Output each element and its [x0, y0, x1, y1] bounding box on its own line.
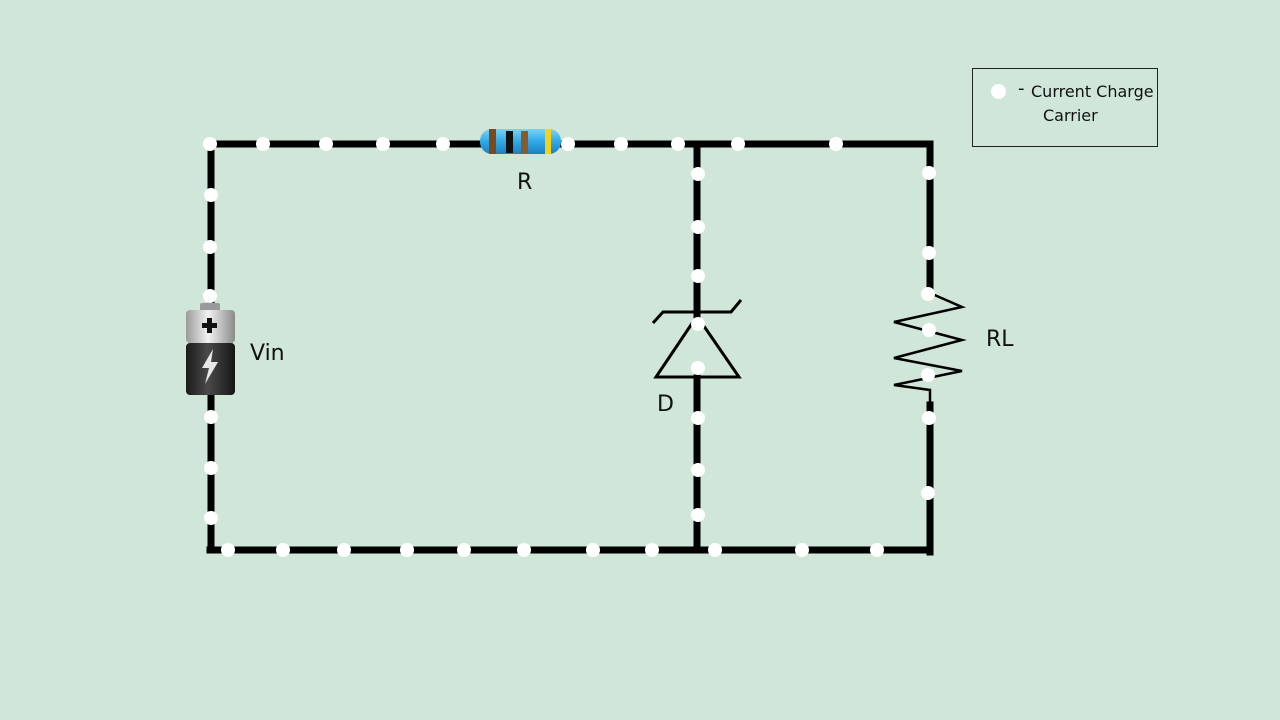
charge-carrier — [203, 289, 217, 303]
charge-carrier — [457, 543, 471, 557]
charge-carrier — [731, 137, 745, 151]
charge-carrier — [691, 411, 705, 425]
charge-carrier — [376, 137, 390, 151]
wires — [206, 140, 934, 556]
charge-carrier — [256, 137, 270, 151]
charge-carrier — [691, 508, 705, 522]
charge-carrier — [561, 137, 575, 151]
charge-carrier — [691, 269, 705, 283]
legend-text-line1: Current Charge — [1031, 82, 1154, 101]
charge-carrier — [691, 167, 705, 181]
charge-carrier — [829, 137, 843, 151]
charge-carrier — [691, 361, 705, 375]
charge-carrier — [691, 463, 705, 477]
legend-box: - Current Charge Carrier — [972, 68, 1158, 147]
charge-carrier-icon — [991, 84, 1006, 99]
charge-carrier — [708, 543, 722, 557]
charge-carrier — [645, 543, 659, 557]
source-label: Vin — [250, 341, 285, 366]
battery-icon — [186, 303, 235, 395]
charge-carrier — [922, 166, 936, 180]
zener-diode-icon — [651, 299, 743, 379]
charge-carrier — [921, 368, 935, 382]
charge-carrier — [221, 543, 235, 557]
charge-carrier — [795, 543, 809, 557]
charge-carrier — [337, 543, 351, 557]
charge-carrier — [517, 543, 531, 557]
charge-carrier — [203, 137, 217, 151]
charge-carrier — [614, 137, 628, 151]
charge-carriers — [203, 137, 936, 557]
charge-carrier — [922, 246, 936, 260]
charge-carrier — [203, 240, 217, 254]
charge-carrier — [204, 410, 218, 424]
charge-carrier — [276, 543, 290, 557]
charge-carrier — [922, 323, 936, 337]
charge-carrier — [921, 486, 935, 500]
charge-carrier — [921, 287, 935, 301]
legend-dash: - — [1018, 78, 1025, 99]
charge-carrier — [204, 511, 218, 525]
charge-carrier — [204, 188, 218, 202]
charge-carrier — [204, 461, 218, 475]
load-label: RL — [986, 327, 1014, 352]
legend-text-line2: Carrier — [1043, 106, 1098, 125]
load-resistor-icon — [893, 291, 967, 405]
charge-carrier — [436, 137, 450, 151]
charge-carrier — [400, 543, 414, 557]
charge-carrier — [671, 137, 685, 151]
charge-carrier — [870, 543, 884, 557]
charge-carrier — [691, 317, 705, 331]
charge-carrier — [691, 220, 705, 234]
resistor-icon — [480, 129, 561, 154]
diode-label: D — [657, 392, 674, 417]
resistor-label: R — [517, 170, 533, 195]
charge-carrier — [319, 137, 333, 151]
charge-carrier — [922, 411, 936, 425]
charge-carrier — [586, 543, 600, 557]
